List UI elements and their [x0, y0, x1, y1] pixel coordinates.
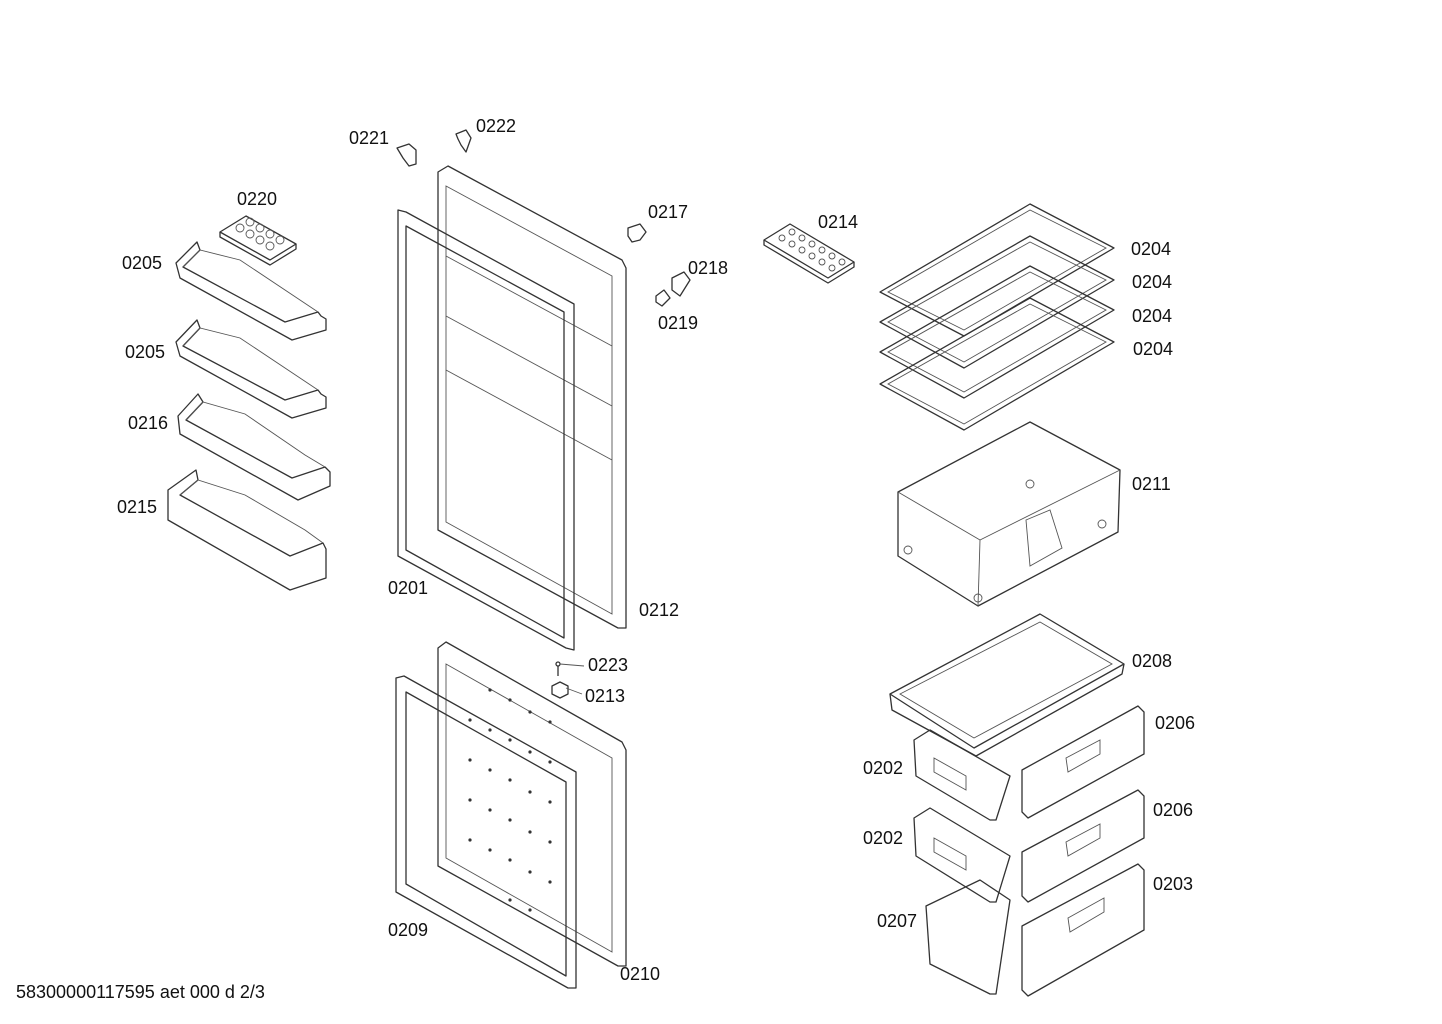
document-id-footer: 58300000117595 aet 000 d 2/3: [16, 982, 265, 1002]
part-0208-tray: [889, 613, 1125, 757]
label-0219: 0219: [658, 313, 699, 333]
label-0212: 0212: [639, 600, 680, 620]
part-0209-lower-door-gasket: [395, 675, 577, 989]
label-0215: 0215: [117, 497, 158, 517]
part-0201-upper-door-gasket: [397, 209, 575, 651]
part-0204-glass-shelf-3: [879, 265, 1115, 399]
part-0207-drawer-3: [925, 879, 1011, 995]
part-0206-drawer-front-1: [1021, 705, 1145, 819]
label-0214: 0214: [818, 212, 859, 232]
label-0205-b: 0205: [125, 342, 166, 362]
part-0218-hinge: [671, 271, 691, 297]
part-0213-bracket: [551, 681, 569, 699]
label-0207: 0207: [877, 911, 918, 931]
part-0205-door-shelf-1: [175, 241, 327, 341]
label-0204-a: 0204: [1131, 239, 1172, 259]
label-0222: 0222: [476, 116, 517, 136]
part-0223-screw: [555, 661, 561, 676]
part-0205-door-shelf-2: [175, 319, 327, 419]
label-0202-a: 0202: [863, 758, 904, 778]
label-0221: 0221: [349, 128, 390, 148]
part-0221-clip: [396, 143, 417, 167]
label-0216: 0216: [128, 413, 169, 433]
label-0204-c: 0204: [1132, 306, 1173, 326]
label-0204-d: 0204: [1133, 339, 1174, 359]
part-0204-glass-shelf-4: [879, 297, 1115, 431]
part-0217-hinge: [627, 223, 647, 243]
label-0217: 0217: [648, 202, 689, 222]
part-0219-hinge-cover: [655, 289, 671, 307]
label-0213: 0213: [585, 686, 626, 706]
label-0202-b: 0202: [863, 828, 904, 848]
label-0211: 0211: [1132, 474, 1171, 494]
part-0202-drawer-1: [913, 729, 1011, 821]
label-0208: 0208: [1132, 651, 1173, 671]
label-0206-a: 0206: [1155, 713, 1196, 733]
label-0204-b: 0204: [1132, 272, 1173, 292]
label-0223: 0223: [588, 655, 629, 675]
label-0220: 0220: [237, 189, 278, 209]
part-0204-glass-shelf-1: [879, 203, 1115, 337]
part-0204-glass-shelf-2: [879, 235, 1115, 369]
label-0209: 0209: [388, 920, 429, 940]
part-0212-upper-door: [437, 165, 627, 629]
part-0214-ice-tray: [763, 223, 855, 284]
part-0210-lower-door: [437, 641, 627, 967]
part-0222-clip: [455, 129, 472, 153]
part-0211-crisper-bin: [897, 421, 1121, 607]
leader-lines: [559, 663, 585, 695]
label-0205-a: 0205: [122, 253, 163, 273]
label-0203: 0203: [1153, 874, 1194, 894]
label-0218: 0218: [688, 258, 729, 278]
part-0202-drawer-2: [913, 807, 1011, 903]
label-0201: 0201: [388, 578, 429, 598]
part-0216-door-shelf: [177, 393, 331, 501]
label-0206-b: 0206: [1153, 800, 1194, 820]
label-0210: 0210: [620, 964, 661, 984]
part-0215-bottle-shelf: [167, 469, 327, 591]
part-0220-egg-tray: [219, 215, 297, 266]
part-0203-drawer-front-3: [1021, 863, 1145, 997]
part-0206-drawer-front-2: [1021, 789, 1145, 903]
